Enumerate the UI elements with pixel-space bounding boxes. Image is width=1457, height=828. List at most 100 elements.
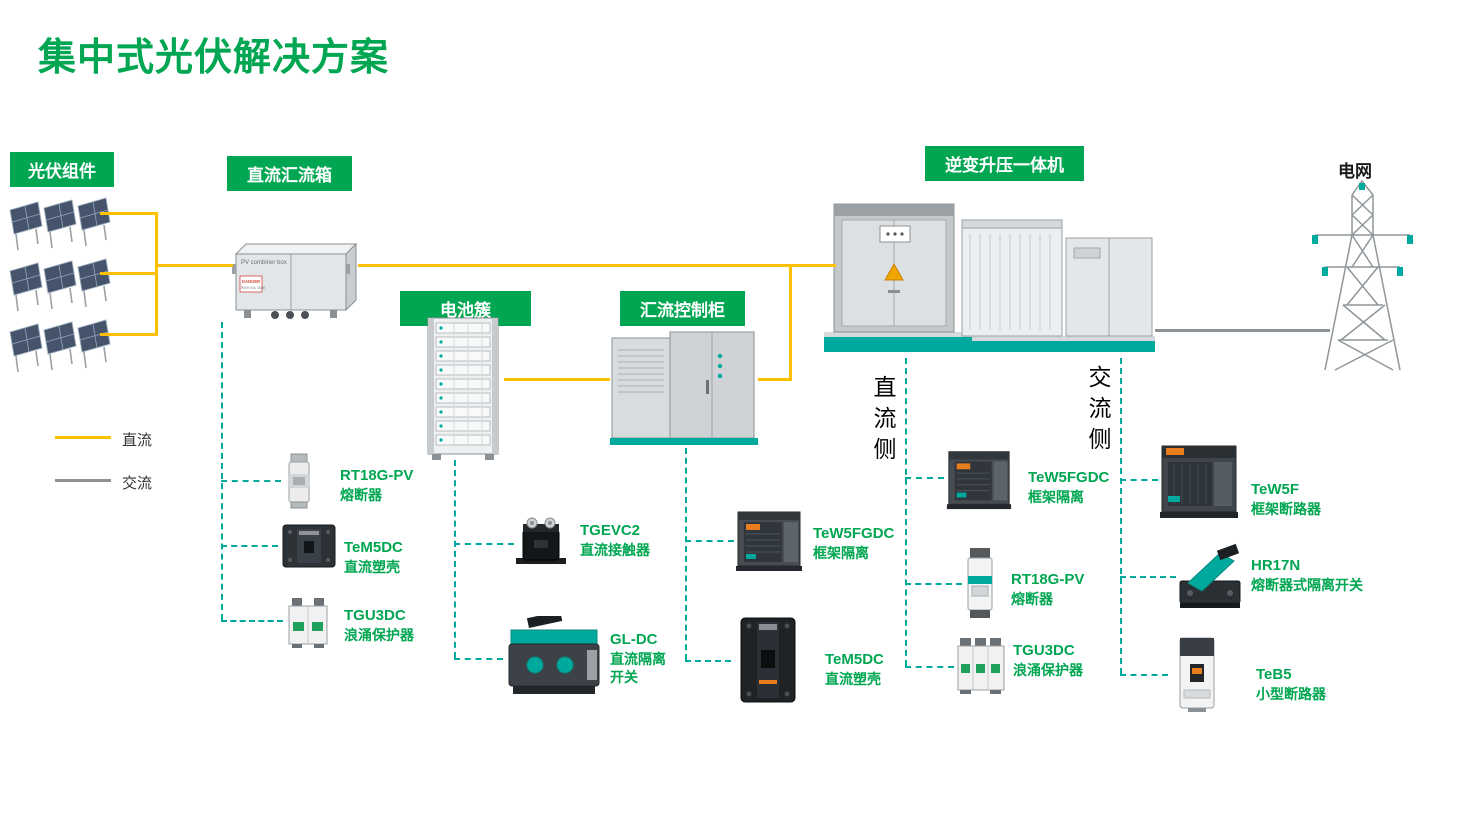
label-ac-side: 交流侧 xyxy=(1085,365,1111,458)
inverter-booster-station-illustration xyxy=(824,203,1155,352)
combiner-control-cabinet-illustration xyxy=(610,331,758,445)
dashed-connector-acside-1 xyxy=(1120,479,1158,481)
product-image-teb5 xyxy=(1179,637,1215,712)
product-image-tew5fgdc-2 xyxy=(946,451,1012,510)
product-desc: 小型断路器 xyxy=(1256,685,1326,702)
product-desc: 框架断路器 xyxy=(1251,500,1321,517)
product-image-tew5fgdc-1 xyxy=(736,511,802,571)
dashed-connector-dcside-v xyxy=(905,358,907,666)
product-desc: 熔断器 xyxy=(1011,590,1053,607)
dashed-connector-combiner-2 xyxy=(221,545,278,547)
label-inverter-booster: 逆变升压一体机 xyxy=(925,146,1084,181)
product-name: TGU3DC xyxy=(1013,642,1075,659)
dashed-connector-battery-1 xyxy=(454,543,514,545)
product-name: TeM5DC xyxy=(344,539,403,556)
product-label-tew5fgdc-2: TeW5FGDC 框架隔离 xyxy=(1028,468,1109,506)
dashed-connector-cabinet-v xyxy=(685,448,687,660)
product-label-tew5fgdc-1: TeW5FGDC 框架隔离 xyxy=(813,524,894,562)
label-dc-combiner-box: 直流汇流箱 xyxy=(227,156,352,191)
product-label-tem5dc-1: TeM5DC 直流塑壳 xyxy=(344,538,403,576)
solar-panel-row-3 xyxy=(9,319,111,373)
product-name: GL-DC xyxy=(610,631,658,648)
product-image-tgevc2 xyxy=(516,517,566,564)
transmission-tower-illustration xyxy=(1312,179,1413,371)
dc-line-cabinet-link xyxy=(758,378,792,381)
product-desc-line2: 开关 xyxy=(610,668,638,685)
label-dc-side: 直流侧 xyxy=(870,375,896,468)
dashed-connector-cabinet-2 xyxy=(685,660,731,662)
combiner-box-title-text: PV combiner box xyxy=(241,260,287,266)
product-name: TGEVC2 xyxy=(580,522,641,539)
product-desc: 浪涌保护器 xyxy=(1013,661,1083,678)
dashed-connector-battery-2 xyxy=(454,658,503,660)
legend-ac-label: 交流 xyxy=(122,475,153,492)
product-desc: 直流塑壳 xyxy=(344,558,400,575)
product-label-tgu3dc-2: TGU3DC 浪涌保护器 xyxy=(1013,641,1083,679)
product-image-tew5f xyxy=(1160,445,1238,518)
legend-ac-line xyxy=(55,479,111,482)
product-name: RT18G-PV xyxy=(1011,571,1085,588)
dashed-connector-dcside-2 xyxy=(905,583,962,585)
product-image-rt18g-pv-2 xyxy=(967,548,993,618)
product-label-tem5dc-2: TeM5DC 直流塑壳 xyxy=(825,650,884,688)
dashed-connector-dcside-1 xyxy=(905,477,944,479)
dc-line-panel1 xyxy=(100,212,157,215)
dashed-connector-acside-2 xyxy=(1120,576,1176,578)
dashed-connector-combiner-1 xyxy=(221,480,281,482)
product-image-rt18g-pv-1 xyxy=(288,453,310,509)
product-name: HR17N xyxy=(1251,557,1301,574)
battery-cluster-illustration xyxy=(427,317,499,460)
dc-combiner-box-illustration: PV combiner box DANGER HIGH VOL TAGE xyxy=(232,242,358,319)
product-desc: 框架隔离 xyxy=(813,544,869,561)
dc-line-battery-to-cabinet xyxy=(504,378,610,381)
label-pv-modules: 光伏组件 xyxy=(10,152,114,187)
product-name: TeB5 xyxy=(1256,666,1292,683)
product-label-teb5: TeB5 小型断路器 xyxy=(1256,665,1326,703)
ac-line-inverter-to-grid xyxy=(1155,329,1330,332)
combiner-box-danger-text: DANGER xyxy=(242,279,260,284)
dc-line-panel2 xyxy=(100,272,157,275)
dashed-connector-acside-v xyxy=(1120,358,1122,674)
product-label-gl-dc: GL-DC 直流隔离 开关 xyxy=(610,630,666,686)
product-label-rt18g-pv-2: RT18G-PV 熔断器 xyxy=(1011,570,1084,608)
dc-line-panel3 xyxy=(100,333,157,336)
product-image-tgu3dc-2 xyxy=(957,638,1005,694)
dashed-connector-combiner-3 xyxy=(221,620,283,622)
dc-bus-vertical xyxy=(155,212,158,336)
label-grid: 电网 xyxy=(1338,162,1372,181)
dashed-connector-battery-v xyxy=(454,460,456,658)
dashed-connector-combiner-v xyxy=(221,322,223,620)
product-name: TeW5FGDC xyxy=(813,525,895,542)
dc-line-combiner-to-inverter xyxy=(358,264,836,267)
product-desc: 熔断器 xyxy=(340,486,382,503)
dashed-connector-acside-3 xyxy=(1120,674,1168,676)
product-desc: 熔断器式隔离开关 xyxy=(1251,576,1363,593)
product-name: TeW5FGDC xyxy=(1028,469,1110,486)
product-desc: 框架隔离 xyxy=(1028,488,1084,505)
product-image-gl-dc xyxy=(508,616,600,694)
product-label-rt18g-pv-1: RT18G-PV 熔断器 xyxy=(340,466,413,504)
product-desc: 浪涌保护器 xyxy=(344,626,414,643)
product-label-tgu3dc-1: TGU3DC 浪涌保护器 xyxy=(344,606,414,644)
product-label-hr17n: HR17N 熔断器式隔离开关 xyxy=(1251,556,1363,594)
dashed-connector-dcside-3 xyxy=(905,666,954,668)
product-name: TGU3DC xyxy=(344,607,406,624)
solar-panel-row-1 xyxy=(9,197,111,251)
product-desc: 直流塑壳 xyxy=(825,670,881,687)
product-name: TeM5DC xyxy=(825,651,884,668)
dc-drop-to-cabinet xyxy=(789,264,792,381)
product-image-tgu3dc-1 xyxy=(288,598,328,648)
label-combiner-control-cabinet: 汇流控制柜 xyxy=(620,291,745,326)
product-name: RT18G-PV xyxy=(340,467,414,484)
dc-line-to-combiner xyxy=(155,264,233,267)
product-label-tgevc2: TGEVC2 直流接触器 xyxy=(580,521,650,559)
product-desc: 直流接触器 xyxy=(580,541,650,558)
legend-dc-line xyxy=(55,436,111,439)
product-name: TeW5F xyxy=(1251,481,1300,498)
dashed-connector-cabinet-1 xyxy=(685,540,734,542)
legend-dc-label: 直流 xyxy=(122,432,153,449)
product-image-hr17n xyxy=(1179,543,1241,608)
product-desc: 直流隔离 xyxy=(610,650,666,667)
product-label-tew5f: TeW5F 框架断路器 xyxy=(1251,480,1321,518)
